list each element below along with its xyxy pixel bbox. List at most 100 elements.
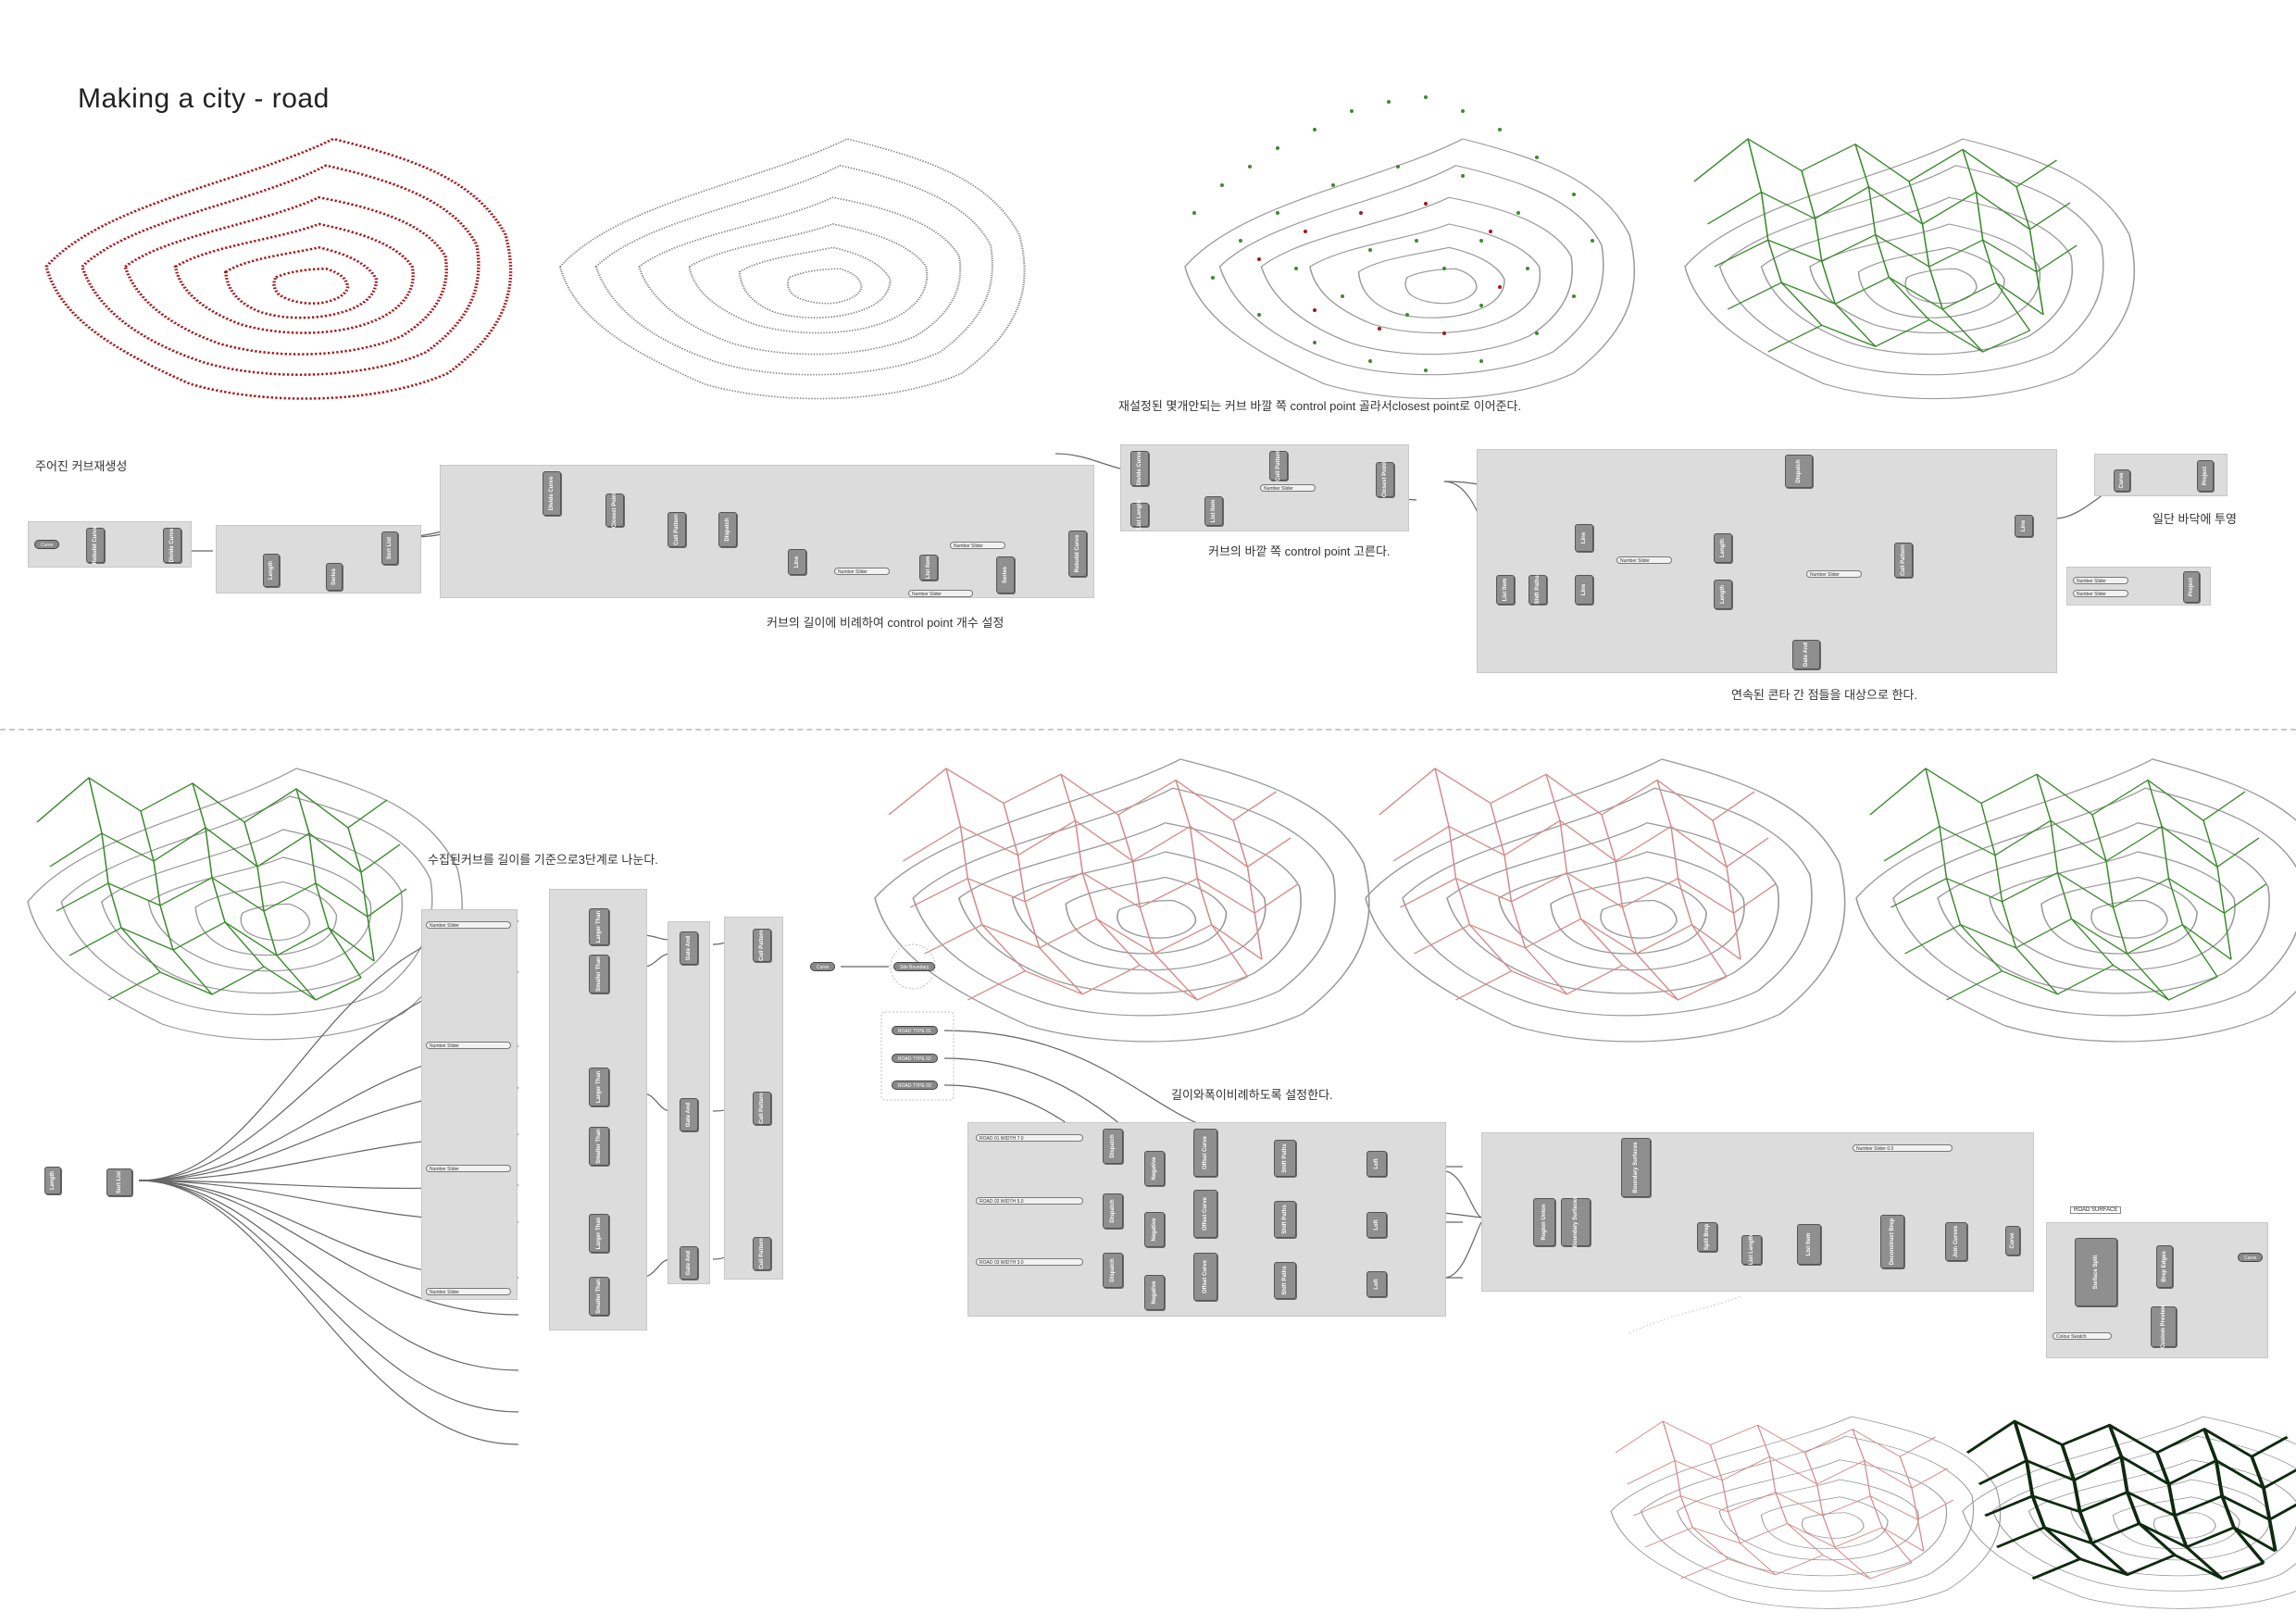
node-gate-and-1[interactable]: Gate And (680, 931, 698, 965)
node-offset-curve-2[interactable]: Offset Curve (1193, 1190, 1217, 1238)
number-slider-4[interactable]: Number Slider (1260, 484, 1316, 492)
node-join-curves[interactable]: Join Curves (1945, 1222, 1967, 1261)
node-shift-paths-1[interactable]: Shift Paths (1274, 1140, 1296, 1177)
road-width-2-slider[interactable]: ROAD 02 WIDTH 5.0 (976, 1197, 1083, 1205)
node-series[interactable]: Series (326, 563, 343, 591)
node-closest-point[interactable]: Closest Point (605, 493, 624, 528)
number-slider-3[interactable]: Number Slider (908, 590, 973, 597)
node-cull-pattern-4[interactable]: Cull Pattern (753, 929, 771, 962)
node-deconstruct-brep[interactable]: Deconstruct Brep (1880, 1215, 1904, 1268)
node-offset-curve-1[interactable]: Offset Curve (1193, 1129, 1217, 1177)
node-curve-2[interactable]: Curve (2114, 469, 2130, 492)
road-type-3[interactable]: ROAD TYPE 03 (892, 1081, 938, 1090)
split-slider-1[interactable]: Number Slider (426, 921, 511, 929)
node-shift-list[interactable]: Shift Paths (1529, 575, 1547, 605)
node-length-4[interactable]: Length (44, 1167, 61, 1194)
node-gate-and[interactable]: Gate And (1792, 640, 1820, 669)
group-cull[interactable]: Cull Pattern Cull Pattern Cull Pattern (724, 917, 783, 1280)
group-project[interactable]: Curve Project (2094, 454, 2227, 496)
node-offset-curve-3[interactable]: Offset Curve (1193, 1253, 1217, 1301)
node-cull-pattern[interactable]: Cull Pattern (668, 512, 686, 547)
node-curve-3[interactable]: Curve (2005, 1226, 2020, 1255)
node-negative-1[interactable]: Negative (1144, 1151, 1165, 1186)
node-list-length[interactable]: List Length (1130, 500, 1149, 530)
split-slider-3[interactable]: Number Slider (426, 1165, 511, 1172)
node-cull-pattern-2[interactable]: Cull Pattern (1269, 450, 1288, 481)
node-line-4[interactable]: Line (2015, 515, 2033, 537)
node-region-union[interactable]: Region Union (1533, 1198, 1555, 1246)
node-loft-3[interactable]: Loft (1366, 1271, 1387, 1297)
site-boundary-param[interactable]: Site Boundary (893, 962, 936, 971)
number-slider-2[interactable]: Number Slider (950, 542, 1005, 549)
node-dispatch[interactable]: Dispatch (718, 512, 737, 547)
colour-swatch[interactable]: Colour Swatch (2053, 1332, 2112, 1340)
node-negative-3[interactable]: Negative (1144, 1275, 1165, 1310)
group-offset[interactable]: ROAD 01 WIDTH 7.0 ROAD 02 WIDTH 5.0 ROAD… (967, 1122, 1446, 1317)
node-cull-pattern-5[interactable]: Cull Pattern (753, 1092, 771, 1125)
road-width-1-slider[interactable]: ROAD 01 WIDTH 7.0 (976, 1134, 1083, 1142)
node-cull-pattern-3[interactable]: Cull Pattern (1894, 543, 1913, 578)
node-smaller-than-2[interactable]: Smaller Than (589, 1127, 609, 1166)
group-gate[interactable]: Gate And Gate And Gate And (668, 921, 710, 1284)
node-list-item-4[interactable]: List Item (1797, 1224, 1821, 1265)
node-line[interactable]: Line (788, 549, 806, 575)
node-loft-2[interactable]: Loft (1366, 1212, 1387, 1238)
node-shift-paths-2[interactable]: Shift Paths (1274, 1201, 1296, 1238)
group-sliders[interactable]: Number Slider Number Slider Number Slide… (421, 909, 518, 1300)
node-smaller-than-3[interactable]: Smaller Than (589, 1277, 609, 1316)
road-type-1[interactable]: ROAD TYPE 01 (892, 1026, 938, 1035)
number-slider-7[interactable]: Number Slider (2073, 577, 2128, 584)
group-select-outer[interactable]: Divide Curve List Length List Item Cull … (1120, 444, 1409, 531)
node-list-item-3[interactable]: List Item (1496, 575, 1515, 605)
node-rebuild[interactable]: Rebuild Curve (86, 527, 105, 564)
group-boundary[interactable]: Region Union Boundary Surfaces Boundary … (1481, 1132, 2034, 1292)
node-closest-point-2[interactable]: Closest Point (1376, 462, 1394, 497)
node-length[interactable]: Length (263, 554, 280, 587)
node-series-2[interactable]: Series (996, 556, 1015, 593)
road-type-2[interactable]: ROAD TYPE 02 (892, 1054, 938, 1063)
group-surface-split[interactable]: Surface Split Brep Edges Curve Custom Pr… (2046, 1222, 2268, 1358)
node-larger-than-2[interactable]: Larger Than (589, 1068, 609, 1106)
node-loft-1[interactable]: Loft (1366, 1151, 1387, 1177)
node-rebuild-2[interactable]: Rebuild Curve (1068, 531, 1087, 577)
node-length-2[interactable]: Length (1714, 533, 1732, 563)
node-list-length-2[interactable]: List Length (1741, 1235, 1762, 1265)
node-custom-preview[interactable]: Custom Preview (2151, 1305, 2177, 1348)
node-surface-split[interactable]: Surface Split (2075, 1238, 2117, 1306)
node-boundary-surfaces-1[interactable]: Boundary Surfaces (1561, 1196, 1591, 1248)
node-divide-curve-2[interactable]: Divide Curve (543, 471, 561, 516)
node-line-3[interactable]: Line (1575, 575, 1593, 605)
node-division-3[interactable]: Dispatch (1103, 1253, 1123, 1288)
number-slider-9[interactable]: Number Slider 0.0 (1853, 1144, 1953, 1152)
curve-param-2[interactable]: Curve (810, 962, 836, 971)
node-gate-and-2[interactable]: Gate And (680, 1098, 698, 1131)
node-cull-pattern-6[interactable]: Cull Pattern (753, 1237, 771, 1270)
node-project-2[interactable]: Project (2183, 571, 2200, 603)
node-sort-list-2[interactable]: Sort List (106, 1168, 132, 1196)
node-list-item-2[interactable]: List Item (1204, 496, 1223, 526)
node-shift-paths-3[interactable]: Shift Paths (1274, 1262, 1296, 1299)
node-sort-list[interactable]: Sort List (381, 531, 398, 565)
group-consecutive[interactable]: List Item Shift Paths Line Line Number S… (1477, 449, 2057, 673)
curve-output[interactable]: Curve (2238, 1253, 2264, 1262)
number-slider-6[interactable]: Number Slider (1806, 570, 1862, 578)
curve-param[interactable]: Curve (34, 540, 60, 549)
node-divide-curve[interactable]: Divide Curve (163, 528, 181, 563)
node-divide-curve-3[interactable]: Divide Curve (1130, 451, 1149, 486)
number-slider-5[interactable]: Number Slider (1616, 556, 1672, 564)
number-slider-1[interactable]: Number Slider (834, 568, 890, 575)
node-dispatch-2[interactable]: Dispatch (1785, 455, 1813, 488)
node-division-2[interactable]: Dispatch (1103, 1193, 1123, 1229)
split-slider-4[interactable]: Number Slider (426, 1288, 511, 1295)
node-division-1[interactable]: Dispatch (1103, 1129, 1123, 1164)
group-length-series[interactable]: Length Series Sort List (216, 525, 421, 593)
split-slider-2[interactable]: Number Slider (426, 1042, 511, 1049)
number-slider-8[interactable]: Number Slider (2073, 590, 2128, 597)
node-smaller-than-1[interactable]: Smaller Than (589, 955, 609, 993)
road-width-3-slider[interactable]: ROAD 03 WIDTH 3.0 (976, 1258, 1083, 1266)
node-length-3[interactable]: Length (1714, 580, 1732, 609)
node-negative-2[interactable]: Negative (1144, 1212, 1165, 1247)
group-compare[interactable]: Larger Than Smaller Than Larger Than Sma… (549, 889, 647, 1330)
node-project[interactable]: Project (2197, 460, 2214, 492)
node-larger-than-3[interactable]: Larger Than (589, 1214, 609, 1253)
